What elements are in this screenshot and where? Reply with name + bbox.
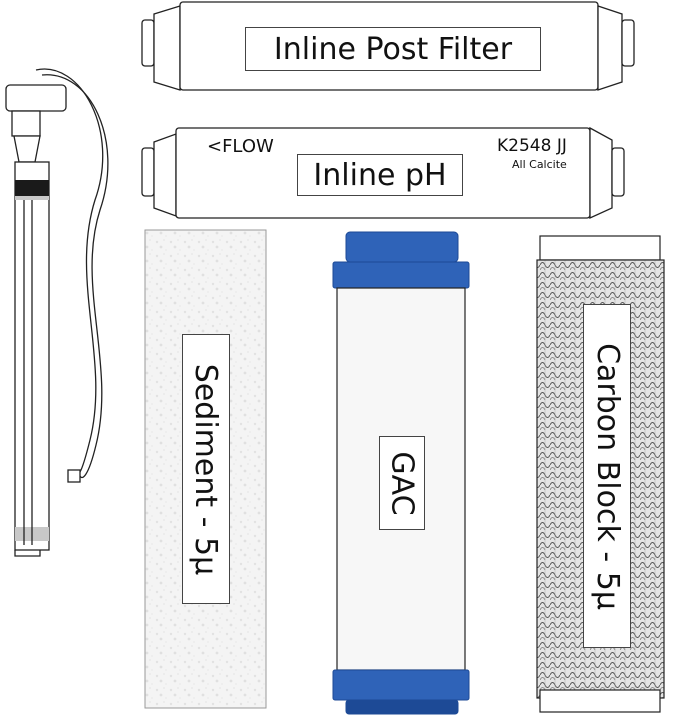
uv-cap xyxy=(5,84,67,112)
carbon-block-label-text: Carbon Block - 5µ xyxy=(589,342,625,610)
ph-filter-label-text: Inline pH xyxy=(313,157,447,193)
sediment-label: Sediment - 5µ xyxy=(182,334,230,604)
ph-code: K2548 JJ xyxy=(497,136,567,156)
uv-wire xyxy=(35,68,104,474)
ph-material: All Calcite xyxy=(512,158,567,171)
uv-lamp xyxy=(5,68,109,557)
carbon-block-label: Carbon Block - 5µ xyxy=(583,304,631,648)
post-filter-label: Inline Post Filter xyxy=(245,27,541,71)
post-filter-label-text: Inline Post Filter xyxy=(273,31,513,67)
uv-band xyxy=(15,180,49,196)
sediment-label-text: Sediment - 5µ xyxy=(188,363,224,575)
ph-filter-label: Inline pH xyxy=(297,154,463,196)
uv-connector xyxy=(67,469,81,483)
gac-label: GAC xyxy=(379,436,425,530)
uv-collar xyxy=(11,110,41,137)
gac-label-text: GAC xyxy=(384,450,420,516)
flow-arrow-label: <FLOW xyxy=(207,136,274,157)
